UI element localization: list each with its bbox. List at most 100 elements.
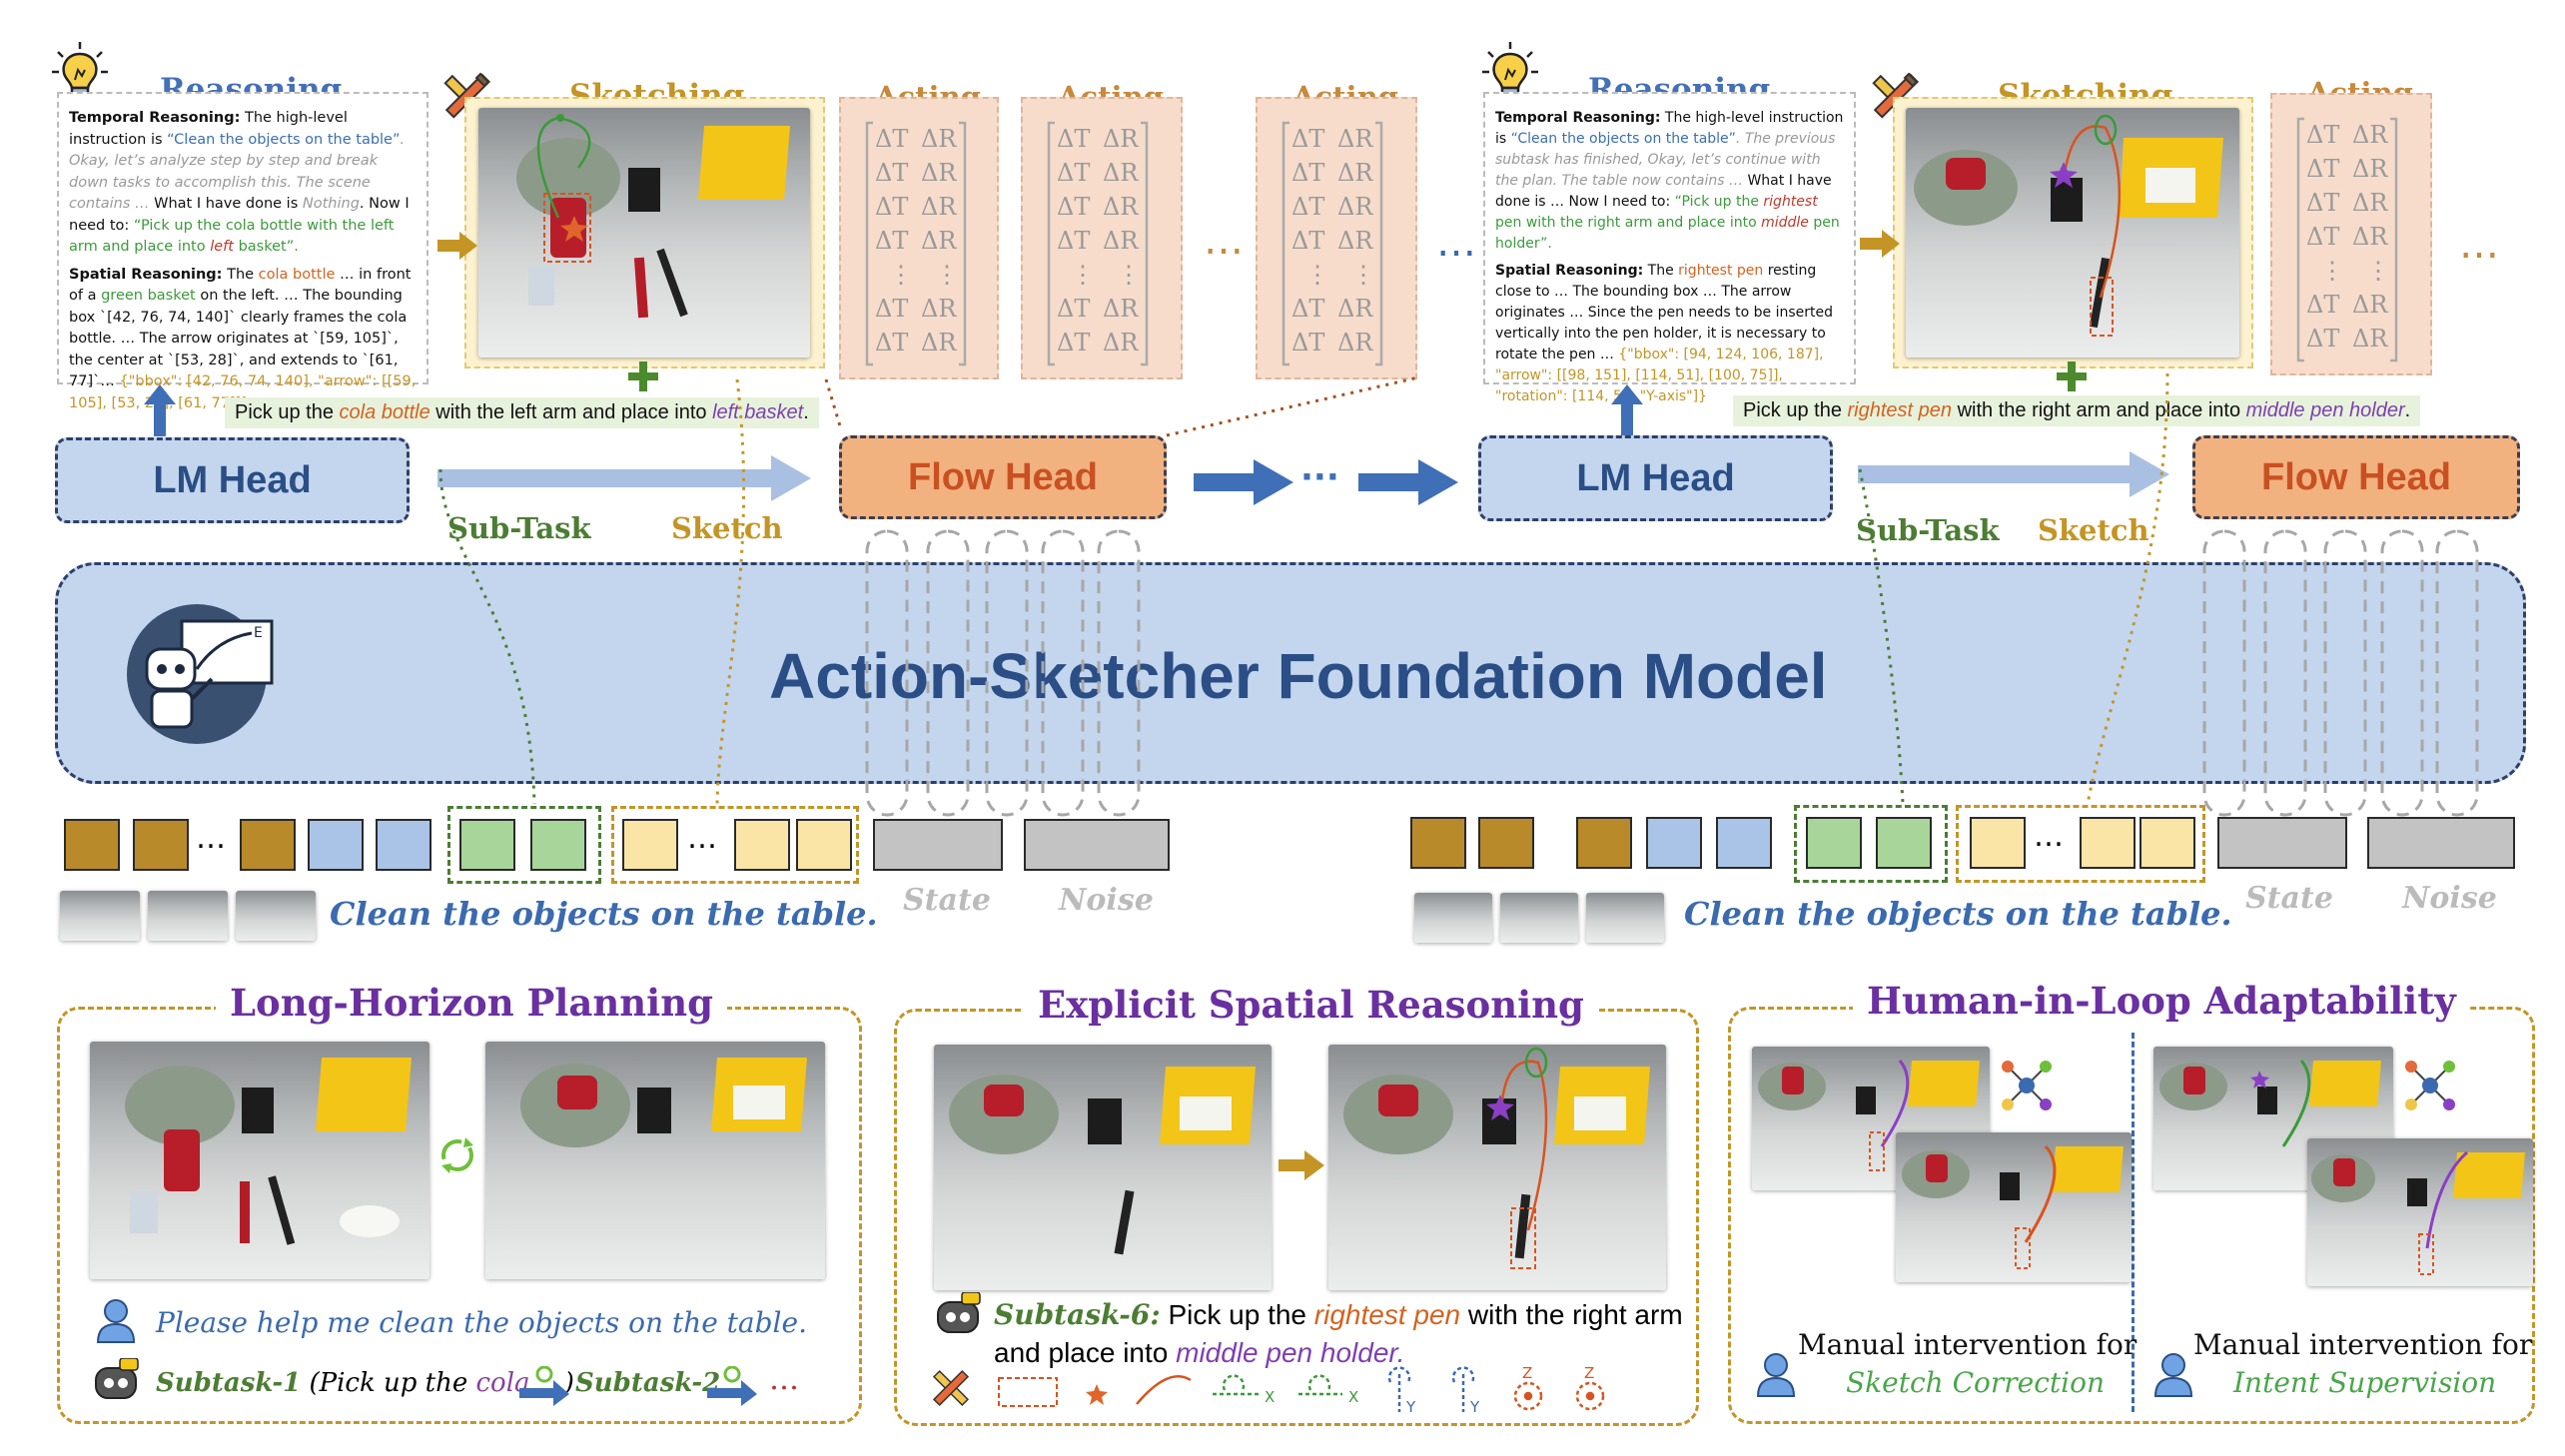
- instruction-target: left basket: [712, 401, 804, 423]
- sketch-json: {"bbox": [94, 124, 106, 187], "arrow": […: [1495, 347, 1824, 404]
- scene-before-image: [90, 1042, 429, 1279]
- matrix-entry: ΔR: [921, 329, 957, 357]
- state-label: State: [903, 883, 991, 918]
- subtask-token-group: [447, 806, 601, 884]
- token-subtask: [1876, 817, 1932, 869]
- token-image: [1410, 817, 1466, 869]
- reasoning-text: The high-level instruction is: [1495, 110, 1844, 147]
- matrix-bracket: [2296, 117, 2398, 363]
- matrix-entry: ΔT: [1057, 227, 1090, 255]
- legend-y-label: Y: [1405, 1398, 1416, 1416]
- reasoning-text: on the left. … The bounding box `[42, 76…: [69, 288, 408, 389]
- intervention-caption: Manual intervention for: [1798, 1328, 2138, 1361]
- ellipsis: …: [2459, 222, 2499, 268]
- plan-text: “Pick up the: [1674, 194, 1764, 210]
- matrix-entry: ΔR: [1103, 193, 1139, 221]
- matrix-entry: ΔR: [2352, 121, 2388, 149]
- plus-icon: [2055, 360, 2089, 393]
- token-sketch: [734, 819, 790, 871]
- subtask-text: and place into: [994, 1337, 1177, 1368]
- up-arrow: [1611, 384, 1643, 436]
- token-state: [873, 819, 1003, 871]
- matrix-entry: ΔR: [1103, 295, 1139, 323]
- reasoning-text: … in front of a: [69, 266, 412, 305]
- instruction-quote: “Clean the objects on the table”: [1510, 131, 1736, 147]
- token-subtask: [530, 819, 586, 871]
- scene-image: [1752, 1047, 1990, 1190]
- scene-image: [934, 1045, 1272, 1290]
- loop-arrow-icon: [435, 1133, 479, 1177]
- user-prompt: Please help me clean the objects on the …: [156, 1306, 807, 1339]
- matrix-entry: ΔT: [875, 295, 908, 323]
- reasoning-text: What I have done is: [149, 196, 303, 212]
- scene-sketch-image: [1328, 1045, 1666, 1290]
- task-instruction: Clean the objects on the table.: [1684, 895, 2232, 933]
- matrix-entry: ΔT: [1291, 227, 1324, 255]
- sketch-label: Sketch: [671, 511, 783, 545]
- noise-label: Noise: [2402, 881, 2497, 916]
- reasoning-text: The: [1643, 263, 1679, 279]
- matrix-entry: ΔT: [875, 329, 908, 357]
- matrix-entry: ⋮: [935, 261, 959, 289]
- next-arrow: [707, 1365, 757, 1406]
- camera-thumbnail: [1586, 893, 1664, 943]
- matrix-entry: ΔR: [1337, 125, 1373, 153]
- reasoning-text: Nothing: [302, 196, 360, 212]
- noise-label: Noise: [1059, 883, 1154, 918]
- matrix-entry: ΔT: [1291, 193, 1324, 221]
- matrix-entry: ΔR: [921, 295, 957, 323]
- subtask-detail: (Pick up the: [301, 1368, 476, 1398]
- matrix-entry: ΔT: [1057, 329, 1090, 357]
- token-noise: [1024, 819, 1170, 871]
- subtask-target: middle pen holder.: [1176, 1337, 1405, 1368]
- subtask-detail: ): [563, 1368, 574, 1398]
- matrix-entry: ΔT: [875, 125, 908, 153]
- token-image: [1576, 817, 1632, 869]
- instruction-text: .: [2404, 399, 2411, 421]
- token-sketch: [2080, 817, 2136, 869]
- temporal-label: Temporal Reasoning:: [69, 110, 241, 126]
- token-text: [376, 819, 431, 871]
- sketch-token-group: [1956, 805, 2205, 883]
- reasoning-text-box: Temporal Reasoning: The high-level instr…: [1483, 92, 1856, 404]
- sketch-token-group: [611, 806, 859, 884]
- matrix-entry: ΔT: [2306, 189, 2339, 217]
- reasoning-text: . The previous subtask has finished, Oka…: [1495, 131, 1836, 189]
- subtask-text: with the right arm: [1460, 1299, 1683, 1330]
- scene-after-image: [485, 1042, 825, 1279]
- instruction-text: with the right arm and place into: [1952, 399, 2246, 421]
- subtask-instruction: Pick up the cola bottle with the left ar…: [225, 397, 819, 428]
- camera-thumbnail: [236, 891, 316, 941]
- subtask-chain: Subtask-1 (Pick up the cola …): [156, 1368, 574, 1398]
- object-name: cola bottle: [258, 266, 336, 283]
- subtask-label: Sub-Task: [447, 511, 591, 545]
- continue-arrow: [1194, 459, 1293, 505]
- panel-divider: [2132, 1033, 2135, 1412]
- legend-z-label: Z: [1584, 1366, 1594, 1382]
- camera-thumbnail: [148, 891, 228, 941]
- network-graph-icon: [1998, 1057, 2056, 1114]
- reasoning-text: The high-level instruction is: [69, 110, 348, 148]
- plan-emphasis: left: [210, 239, 234, 255]
- matrix-entry: ΔT: [2306, 325, 2339, 353]
- matrix-entry: ΔT: [1057, 159, 1090, 187]
- camera-thumbnail: [60, 891, 140, 941]
- matrix-entry: ΔR: [921, 227, 957, 255]
- reasoning-text: The: [222, 266, 259, 283]
- instruction-text: Pick up the: [1743, 399, 1848, 421]
- matrix-entry: ΔT: [2306, 291, 2339, 319]
- matrix-bracket: [1047, 121, 1149, 366]
- matrix-entry: ΔR: [1103, 329, 1139, 357]
- panel-title: Human-in-Loop Adaptability: [1853, 979, 2470, 1023]
- subtask-6-label: Subtask-6:: [994, 1298, 1161, 1331]
- matrix-bracket: [865, 121, 967, 366]
- robot-icon: [934, 1291, 982, 1338]
- token-image: [240, 819, 296, 871]
- legend-x-label: X: [1265, 1388, 1275, 1406]
